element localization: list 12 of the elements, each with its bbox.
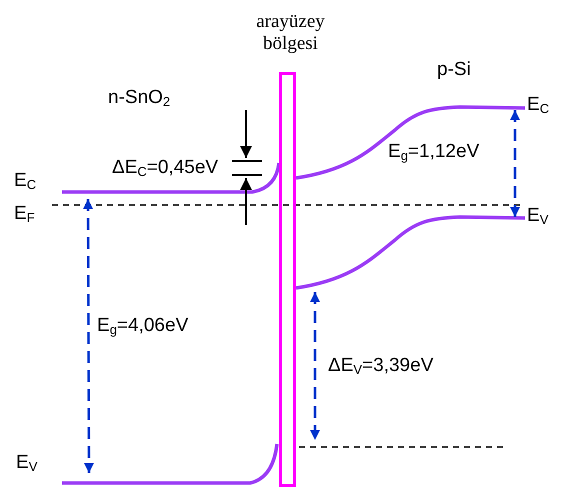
energy-level-label: E$_{V}$ [527, 206, 548, 228]
energy-level-label: E$_{C}$ [527, 95, 550, 116]
energy-level-label: E$_{C}$ [14, 171, 36, 192]
energy-level-label: E$_{V}$ [16, 453, 38, 474]
band-gap-value: E$_{g}$=1,12eV [388, 142, 480, 164]
material-label: p-Si [437, 60, 471, 81]
energy-level-label: E$_{F}$ [14, 204, 35, 226]
material-label: n-SnO$_{2}$ [108, 88, 170, 110]
band-gap-value: E$_{g}$=4,06eV [97, 316, 188, 338]
offset-value: ΔE$_{C}$=0,45eV [112, 158, 218, 180]
region-title: arayüzey bölgesi [255, 11, 326, 55]
offset-value: ΔE$_{V}$=3,39eV [328, 356, 434, 378]
